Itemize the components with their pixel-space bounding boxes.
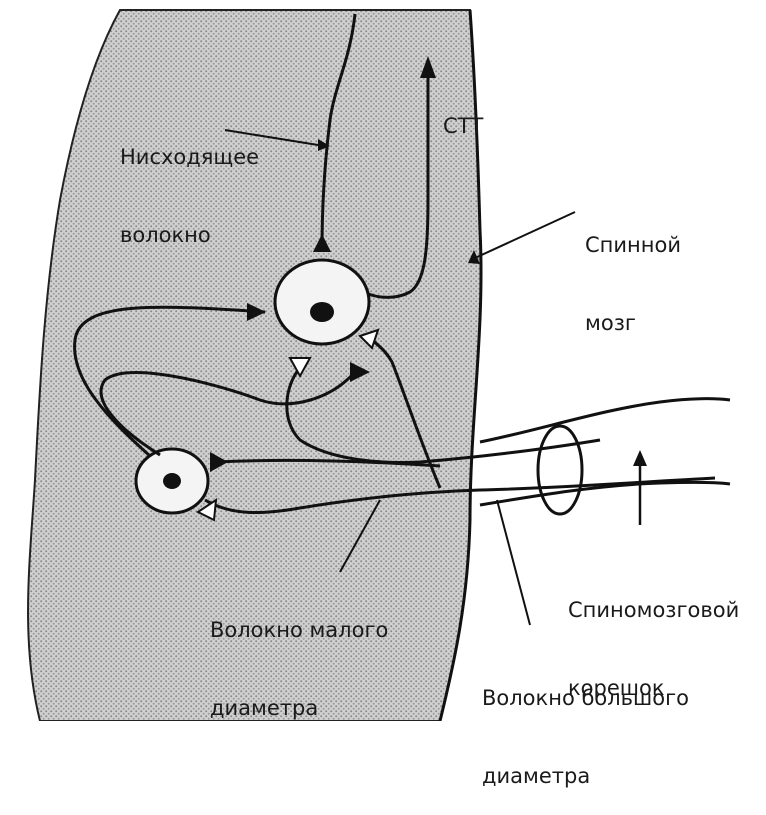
spinal-cord-label-line1: Спинной — [585, 232, 681, 258]
small-fiber-label: Волокно малого диаметра — [210, 565, 388, 747]
spinal-cord-label-line2: мозг — [585, 310, 681, 336]
stt-label: СТТ — [443, 113, 483, 139]
small-fiber-label-line2: диаметра — [210, 695, 388, 721]
spinal-cord-label: Спинной мозг — [585, 180, 681, 362]
small-fiber-label-line1: Волокно малого — [210, 617, 388, 643]
projection-neuron-nucleus — [310, 302, 334, 322]
spinal-root-label-line1: Спиномозговой — [568, 597, 739, 623]
spinal-cord-leader — [475, 212, 575, 258]
spinal-root-ring — [538, 426, 582, 514]
spinal-root-sheath-top — [480, 399, 730, 442]
large-fiber-label: Волокно большого диаметра — [482, 633, 689, 815]
descending-fiber-label-line1: Нисходящее — [120, 144, 259, 170]
descending-fiber-label: Нисходящее волокно — [120, 92, 259, 274]
large-fiber-label-line2: диаметра — [482, 763, 689, 789]
large-fiber-leader — [497, 500, 530, 625]
interneuron-nucleus — [163, 473, 181, 489]
spinal-root-arrow-icon — [633, 450, 647, 466]
spinal-root-sheath-bottom — [480, 482, 730, 505]
large-fiber-label-line1: Волокно большого — [482, 685, 689, 711]
descending-fiber-label-line2: волокно — [120, 222, 259, 248]
